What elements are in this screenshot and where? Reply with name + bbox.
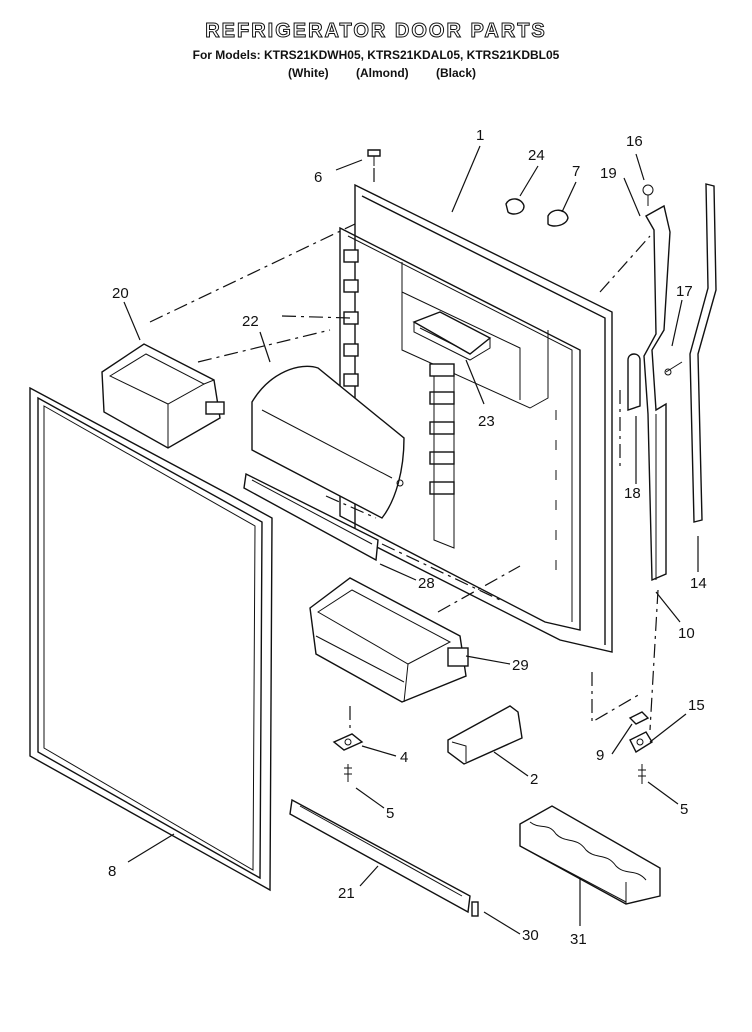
callout-7: 7 bbox=[572, 163, 580, 180]
part-7-cap bbox=[547, 209, 569, 227]
part-20-shelf-bin bbox=[101, 343, 225, 449]
callout-29: 29 bbox=[512, 657, 529, 674]
part-17-screw bbox=[664, 361, 683, 376]
part-1-door-frame bbox=[339, 183, 613, 653]
part-16-screw bbox=[642, 184, 654, 206]
callout-16: 16 bbox=[626, 133, 643, 150]
callout-2: 2 bbox=[530, 771, 538, 788]
callout-1: 1 bbox=[476, 127, 484, 144]
part-29-shelf-bin bbox=[309, 577, 469, 703]
part-6-screw bbox=[367, 149, 381, 166]
color-label-white: (White) bbox=[288, 66, 329, 80]
part-31-can-rack bbox=[519, 805, 661, 905]
part-23-door-bin bbox=[412, 311, 492, 361]
callout-28: 28 bbox=[418, 575, 435, 592]
part-28-shelf-rail bbox=[243, 472, 379, 562]
part-9-shim bbox=[628, 711, 650, 725]
callout-31: 31 bbox=[570, 931, 587, 948]
part-2-cover bbox=[447, 705, 523, 765]
part-30-clip bbox=[471, 901, 479, 917]
callout-20: 20 bbox=[112, 285, 129, 302]
callout-8: 8 bbox=[108, 863, 116, 880]
callout-4: 4 bbox=[400, 749, 408, 766]
callout-18: 18 bbox=[624, 485, 641, 502]
callout-30: 30 bbox=[522, 927, 539, 944]
color-label-almond: (Almond) bbox=[356, 66, 409, 80]
part-14-side-strip bbox=[689, 183, 717, 523]
callout-19: 19 bbox=[600, 165, 617, 182]
part-21-retainer-strip bbox=[289, 798, 471, 914]
callout-17: 17 bbox=[676, 283, 693, 300]
part-18-spacer bbox=[627, 353, 641, 411]
part-8-door-gasket bbox=[29, 386, 273, 892]
part-22-shelf-cover bbox=[251, 365, 405, 519]
callout-24: 24 bbox=[528, 147, 545, 164]
part-5-screw-lower bbox=[638, 764, 646, 784]
models-line: For Models: KTRS21KDWH05, KTRS21KDAL05, … bbox=[192, 48, 560, 62]
callout-23: 23 bbox=[478, 413, 495, 430]
color-label-black: (Black) bbox=[436, 66, 477, 80]
part-10-hinge-bar bbox=[643, 204, 671, 582]
leader-lines bbox=[123, 145, 699, 935]
assembly-lines bbox=[149, 168, 659, 731]
part-4-hinge-bracket bbox=[332, 733, 364, 782]
part-24-plug bbox=[505, 198, 525, 215]
callout-15: 15 bbox=[688, 697, 705, 714]
callout-labels: 1 6 24 7 16 19 17 20 22 23 18 14 10 28 2… bbox=[108, 127, 707, 948]
callout-10: 10 bbox=[678, 625, 695, 642]
callout-9: 9 bbox=[596, 747, 604, 764]
part-15-bottom-hinge bbox=[629, 731, 653, 754]
callout-5-left: 5 bbox=[386, 805, 394, 822]
callout-21: 21 bbox=[338, 885, 355, 902]
callout-5-right: 5 bbox=[680, 801, 688, 818]
callout-6: 6 bbox=[314, 169, 322, 186]
callout-14: 14 bbox=[690, 575, 707, 592]
diagram-title: REFRIGERATOR DOOR PARTS bbox=[205, 20, 547, 43]
callout-22: 22 bbox=[242, 313, 259, 330]
